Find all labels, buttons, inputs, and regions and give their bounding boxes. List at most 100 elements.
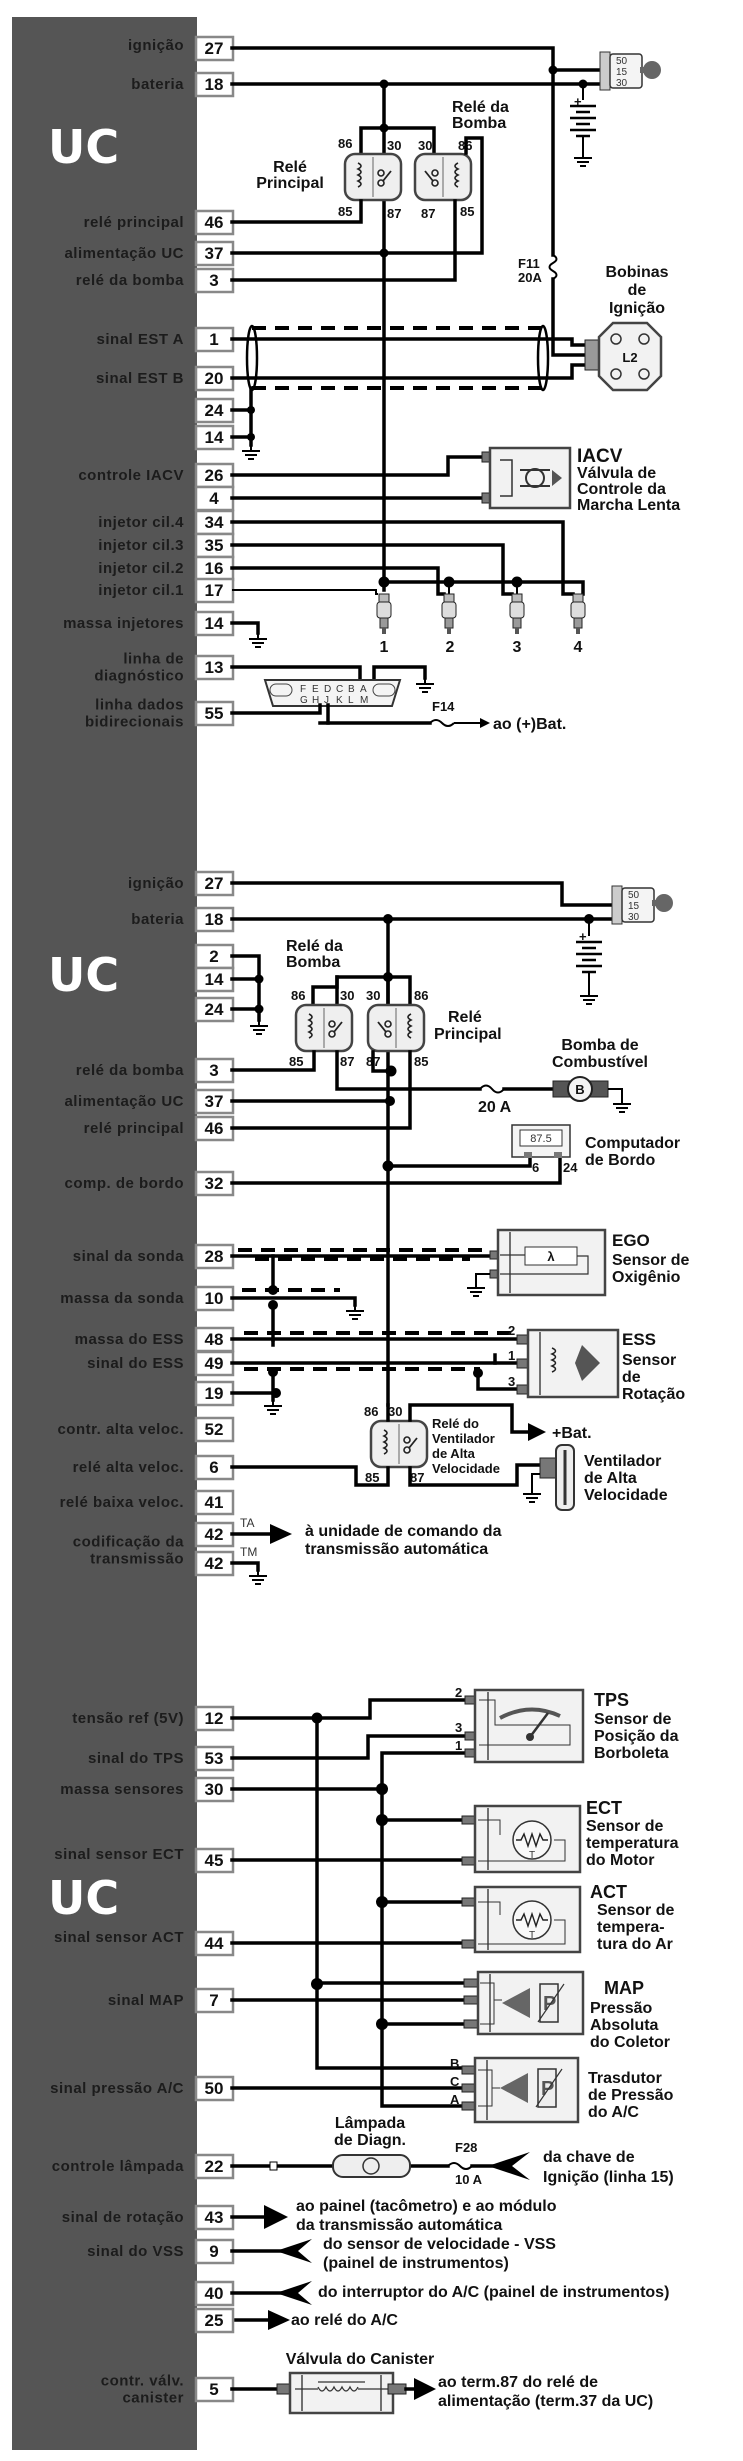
wire-relay-30b bbox=[311, 975, 412, 1006]
wire-fan-relay-87 bbox=[408, 1463, 542, 1487]
engine-speed-sensor-icon bbox=[516, 1328, 620, 1399]
pin-label: sinal sensor ECT bbox=[54, 1846, 184, 1863]
svg-text:transmissão automática: transmissão automática bbox=[305, 1541, 488, 1558]
act-label: ACT bbox=[590, 1882, 627, 1902]
pin-label: sinal do VSS bbox=[87, 2243, 184, 2260]
svg-text:Ignição (linha 15): Ignição (linha 15) bbox=[543, 2169, 674, 2186]
pin-label: tensão ref (5V) bbox=[72, 1710, 184, 1727]
svg-text:tura do Ar: tura do Ar bbox=[597, 1936, 673, 1953]
arrow-left-icon bbox=[488, 2152, 530, 2180]
uc-title-2: UC bbox=[48, 948, 119, 1002]
svg-text:20A: 20A bbox=[518, 270, 542, 285]
ect-label: ECT bbox=[586, 1798, 622, 1818]
svg-text:3: 3 bbox=[455, 1720, 462, 1735]
pin-label: sinal da sonda bbox=[73, 1248, 184, 1265]
pin-label: controle IACV bbox=[78, 467, 184, 484]
to-battery-label: ao (+)Bat. bbox=[493, 716, 566, 733]
svg-text:86: 86 bbox=[338, 136, 352, 151]
ignition-source-note: da chave de bbox=[543, 2149, 635, 2166]
svg-text:Oxigênio: Oxigênio bbox=[612, 1269, 681, 1286]
wire-injector-4 bbox=[230, 520, 575, 596]
svg-text:Absoluta: Absoluta bbox=[590, 2017, 659, 2034]
pump-relay-icon bbox=[294, 1003, 354, 1053]
svg-text:Borboleta: Borboleta bbox=[594, 1745, 669, 1762]
injector-3-icon bbox=[509, 593, 525, 635]
pin-label: sinal sensor ACT bbox=[54, 1929, 184, 1946]
pin-number: 5 bbox=[209, 2380, 218, 2399]
pin-number: 7 bbox=[209, 1991, 218, 2010]
canister-valve-label: Válvula do Canister bbox=[286, 2351, 435, 2368]
wire-est-a-1 bbox=[230, 337, 587, 347]
svg-text:15: 15 bbox=[616, 67, 628, 78]
svg-text:Sensor de: Sensor de bbox=[612, 1252, 689, 1269]
wire-main-relay-46 bbox=[230, 199, 363, 224]
wire-pump-supply bbox=[335, 1050, 482, 1091]
svg-text:Controle da: Controle da bbox=[577, 481, 666, 498]
svg-text:Posição da: Posição da bbox=[594, 1728, 679, 1745]
pin-label: bateria bbox=[131, 911, 184, 928]
svg-text:B: B bbox=[575, 1082, 584, 1097]
wire-5v-ref-bus bbox=[315, 1716, 470, 2070]
svg-text:Bomba: Bomba bbox=[286, 954, 340, 971]
wire-pump-relay-3b bbox=[230, 1050, 316, 1072]
ground-icon bbox=[248, 1569, 268, 1585]
pin-label: massa da sonda bbox=[60, 1290, 184, 1307]
diag-pin-letter: C bbox=[336, 684, 343, 695]
wire-sensor-ground-bus bbox=[380, 1751, 470, 2108]
svg-text:50: 50 bbox=[616, 56, 628, 67]
wire-fan-relay-30 bbox=[408, 1403, 532, 1434]
pin-number: 52 bbox=[205, 1420, 224, 1439]
pin-number: 30 bbox=[205, 1780, 224, 1799]
injector-1-icon bbox=[376, 593, 392, 635]
uc-pin-2: 2 bbox=[194, 943, 235, 970]
wire-uc-supply-37 bbox=[230, 136, 484, 255]
svg-text:Bomba: Bomba bbox=[452, 115, 506, 132]
fuel-pump-label: Bomba de bbox=[561, 1037, 638, 1054]
pin-number: 6 bbox=[209, 1458, 218, 1477]
svg-text:6: 6 bbox=[532, 1160, 539, 1175]
pin-label: relé principal bbox=[84, 214, 184, 231]
pin-label: alimentação UC bbox=[64, 1093, 184, 1110]
svg-text:85: 85 bbox=[460, 204, 474, 219]
junction-dot bbox=[548, 65, 558, 75]
svg-text:Ventilador: Ventilador bbox=[432, 1431, 495, 1446]
wire-injector-ground-14 bbox=[230, 621, 260, 635]
uc-pin-25: 25 bbox=[194, 2307, 235, 2334]
ignition-coil-icon: L2 bbox=[584, 321, 663, 392]
svg-text:86: 86 bbox=[364, 1404, 378, 1419]
svg-text:30: 30 bbox=[418, 138, 432, 153]
tps-sensor-icon bbox=[464, 1688, 585, 1764]
diag-pin-letter: H bbox=[312, 695, 319, 706]
pump-relay-label: Relé da bbox=[286, 938, 343, 955]
uc-title-1: UC bbox=[48, 120, 119, 174]
pin-number: 41 bbox=[205, 1493, 224, 1512]
pin-number: 28 bbox=[205, 1247, 224, 1266]
section-1-wiring: 50 15 30 + 86 30 30 86 85 87 bbox=[230, 46, 680, 733]
pin-label: contr. alta veloc. bbox=[57, 1421, 184, 1438]
uc-pin-4: 4 bbox=[194, 485, 235, 512]
fuse-20a-icon bbox=[479, 1084, 505, 1094]
pin-label: injetor cil.4 bbox=[98, 514, 184, 531]
ac-switch-note: do interruptor do A/C (painel de instrum… bbox=[318, 2284, 669, 2301]
diag-pin-letter: J bbox=[324, 695, 329, 706]
svg-text:30: 30 bbox=[387, 138, 401, 153]
pin-number: 14 bbox=[205, 970, 224, 989]
pin-label: massa do ESS bbox=[75, 1331, 184, 1348]
pin-number: 42 bbox=[205, 1554, 224, 1573]
diag-pin-letter: M bbox=[360, 695, 368, 706]
main-relay-icon bbox=[366, 1003, 426, 1053]
svg-text:L2: L2 bbox=[622, 350, 637, 365]
svg-text:alimentação (term.37 da UC): alimentação (term.37 da UC) bbox=[438, 2393, 653, 2410]
pin-box bbox=[194, 1489, 235, 1516]
pin-label: relé da bomba bbox=[76, 1062, 184, 1079]
